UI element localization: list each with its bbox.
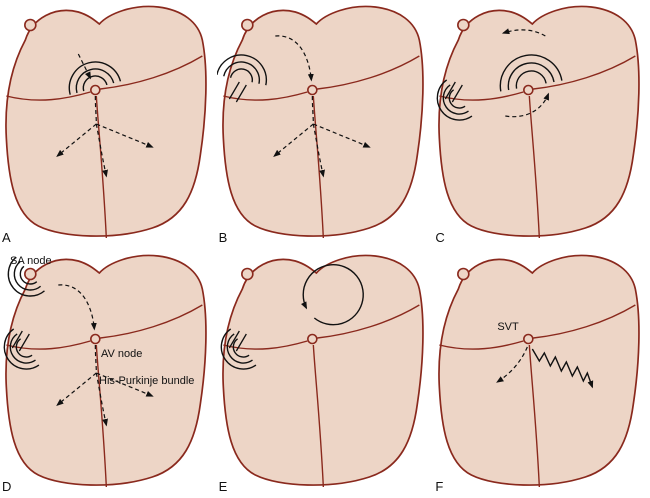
av-node-label: AV node [101, 348, 143, 360]
heart-outline [438, 5, 641, 237]
junctional-wavefront-arcs [499, 54, 563, 92]
septum-line [95, 95, 108, 239]
septum-line [528, 95, 541, 239]
exit-block-slashes [228, 81, 247, 103]
heart-outline [438, 254, 641, 486]
exit-block-slashes [228, 330, 247, 352]
heart-outline [221, 254, 424, 486]
panel-letter-e: E [218, 479, 228, 494]
conduction-path-arrow [274, 35, 314, 82]
panel-letter-b: B [218, 230, 228, 245]
heart-diagram-e [220, 254, 424, 488]
atrial-groove-line [439, 304, 637, 350]
heart-diagram-f [438, 254, 641, 488]
heart-outline [5, 254, 207, 486]
septum-line [95, 344, 108, 488]
his-purkinje-label: His-Purkinje bundle [99, 375, 195, 387]
blocked-wavefront-arcs [437, 79, 473, 121]
sa-node [24, 267, 37, 281]
exit-block-slashes [445, 81, 464, 103]
av-node [90, 333, 101, 345]
wavefront-arcs [68, 61, 122, 95]
septum-line [312, 344, 324, 488]
svt-zigzag-arrow [532, 348, 594, 389]
reentry-loop-arrow [300, 264, 364, 326]
conduction-path-arrow [58, 284, 97, 331]
sa-node [240, 267, 254, 281]
left-bundle-arrow [496, 346, 529, 383]
ventricular-arrows [56, 344, 154, 427]
panel-c: C [433, 0, 650, 249]
panel-e: E [217, 249, 434, 498]
sa-node [457, 18, 470, 32]
panel-b: B [216, 0, 434, 249]
panel-letter-c: C [435, 230, 445, 245]
blocked-wavefront-arcs [3, 328, 40, 370]
heart-diagram-b [216, 5, 424, 239]
sa-node [457, 267, 470, 281]
av-node [306, 333, 318, 345]
sa-node [240, 18, 254, 32]
panel-letter-f: F [435, 479, 444, 494]
blocked-wavefront-arcs [220, 328, 257, 370]
sa-node [24, 18, 37, 32]
atrial-groove-line [6, 55, 203, 101]
ventricular-arrows [56, 95, 154, 178]
panel-f: SVT F [433, 249, 650, 498]
block-wavefront-arcs [216, 54, 267, 86]
heart-outline [5, 5, 207, 237]
retrograde-atrial-arrow [502, 28, 546, 37]
atrial-groove-line [222, 55, 420, 101]
ventricular-arrows [272, 95, 371, 178]
septum-line [528, 344, 541, 488]
av-node [306, 84, 318, 96]
panel-letter-d: D [2, 479, 12, 494]
sa-node-label: SA node [10, 255, 52, 267]
panel-a: A [0, 0, 217, 249]
impulse-arrow [77, 53, 91, 80]
heart-diagram-a [5, 5, 207, 239]
heart-outline [221, 5, 424, 237]
heart-diagram-c [437, 5, 641, 239]
heart-diagram-d [3, 254, 207, 488]
av-node [90, 84, 101, 96]
panel-letter-a: A [2, 230, 11, 245]
sa-wavefront-arcs [7, 256, 45, 297]
panel-d: SA node AV node His-Purkinje bundle D [0, 249, 217, 498]
septum-line [312, 95, 324, 239]
exit-block-slashes [11, 330, 30, 352]
av-node [523, 84, 534, 96]
svt-label: SVT [497, 321, 519, 333]
av-node [523, 333, 534, 345]
